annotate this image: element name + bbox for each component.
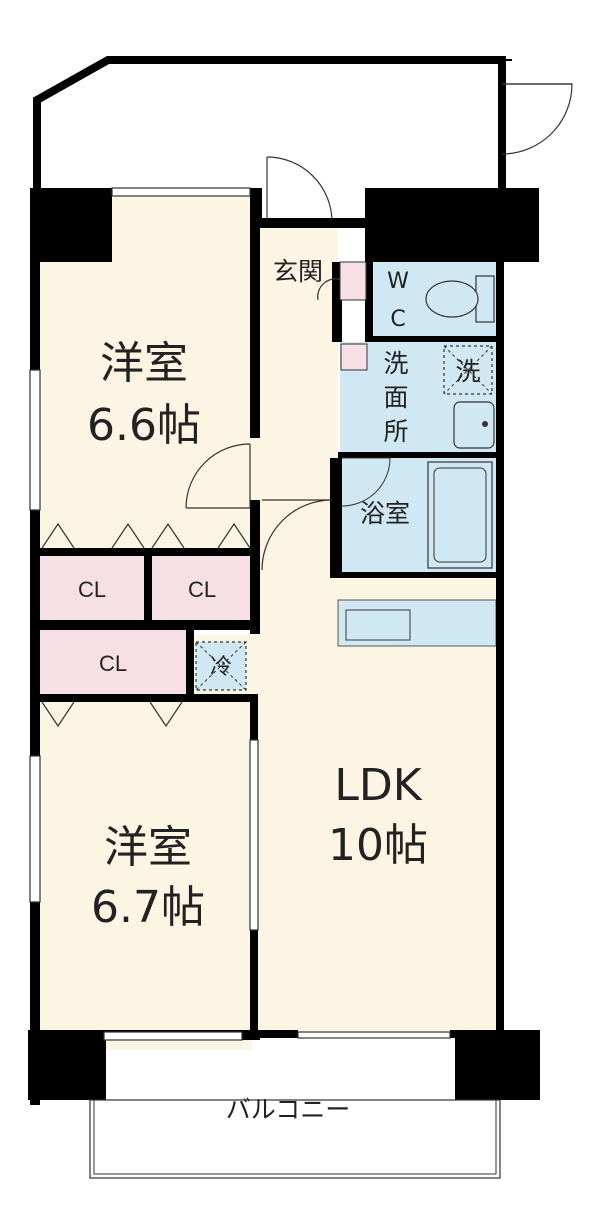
outer-door-swing — [501, 83, 573, 155]
closet-1-label: CL — [78, 577, 106, 602]
entrance-canopy-outline — [33, 56, 506, 190]
bathtub — [427, 461, 493, 569]
room-1-door-swing — [185, 443, 251, 509]
balcony-label: バルコニー — [226, 1095, 351, 1124]
kitchen-sink — [345, 609, 411, 641]
western-room-1-name: 洋室 — [100, 338, 188, 389]
washroom-label-1: 洗 — [383, 349, 408, 378]
closet-2-label: CL — [188, 577, 216, 602]
washroom-cabinet — [340, 343, 368, 371]
closet-3-floor — [40, 630, 186, 694]
windows — [29, 187, 451, 1041]
wc-door-swing — [317, 278, 343, 301]
western-room-2-name: 洋室 — [104, 822, 192, 873]
toilet-tank — [475, 275, 495, 323]
washer-label: 洗 — [455, 357, 480, 386]
corridor-floor — [258, 228, 338, 578]
bathroom-label: 浴室 — [360, 499, 410, 528]
ldk-name: LDK — [334, 760, 422, 811]
washbasin — [453, 401, 495, 449]
wc-label-top: W — [387, 269, 409, 294]
western-room-2-size: 6.7帖 — [91, 882, 205, 933]
western-room-2-floor — [40, 700, 252, 1050]
corridor-door-swing — [261, 499, 333, 571]
ldk-floor — [258, 578, 498, 1033]
ldk-size: 10帖 — [328, 820, 428, 871]
closet-3-label: CL — [99, 651, 127, 676]
bathroom-door-swing — [341, 457, 391, 507]
entrance-label: 玄関 — [273, 257, 323, 286]
toilet-bowl — [425, 280, 479, 318]
washroom-label-3: 所 — [383, 417, 408, 446]
shoe-cabinet — [339, 261, 367, 301]
closet-1-floor — [40, 556, 144, 620]
fridge-space — [195, 641, 247, 691]
washer-space — [443, 345, 493, 395]
wc-label-bottom: C — [390, 307, 405, 332]
entrance-door-swing — [266, 156, 333, 223]
western-room-1-size: 6.6帖 — [87, 400, 201, 451]
washroom-label-2: 面 — [383, 383, 408, 412]
closet-2-floor — [152, 556, 252, 620]
fridge-label: 冷 — [210, 655, 232, 680]
closet-doors — [41, 522, 251, 728]
